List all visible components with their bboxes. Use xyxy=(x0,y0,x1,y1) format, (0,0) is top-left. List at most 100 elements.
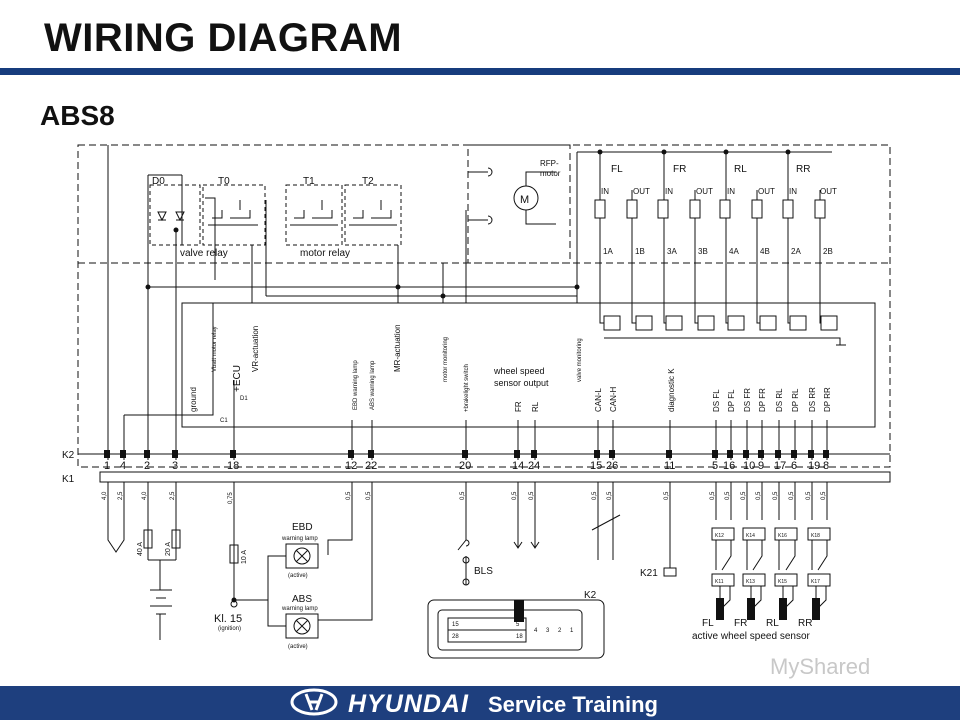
pin: 26 xyxy=(606,460,618,472)
wire-size: 0,5 xyxy=(664,491,670,500)
label-t2: T2 xyxy=(362,176,374,187)
sig-ds-rl: DS RL xyxy=(775,388,784,412)
wire-size: 0,5 xyxy=(773,491,779,500)
sensor-fr: FR xyxy=(734,618,747,629)
fuse-40a xyxy=(143,529,153,549)
pin: 3 xyxy=(172,460,178,472)
frame-outer xyxy=(77,144,891,468)
sig-abs: ABS warning lamp xyxy=(370,360,376,410)
pin: 2 xyxy=(144,460,150,472)
wire-size: 0,5 xyxy=(821,491,827,500)
sensor-caption: active wheel speed sensor xyxy=(692,631,811,642)
wheel-fr: FR xyxy=(673,164,686,175)
pin: 19 xyxy=(808,460,820,472)
valve-pin: 4A xyxy=(729,247,739,256)
sig-dp-rr: DP RR xyxy=(823,387,832,412)
sig-dp-fl: DP FL xyxy=(727,389,736,412)
sig-wheel-speed-1: wheel speed xyxy=(493,366,545,376)
k2-connector-label: K2 xyxy=(584,590,597,601)
sig-ebd: EBD warning lamp xyxy=(353,360,359,410)
sig-dp-rl: DP RL xyxy=(791,388,800,412)
bls-label: BLS xyxy=(474,566,493,577)
wire-size: 2,5 xyxy=(118,491,124,500)
out-rl: OUT xyxy=(758,187,775,196)
sig-ecu: +ECU xyxy=(232,365,243,392)
label-k1: K1 xyxy=(62,474,75,485)
sig-diag-k: diagnostic K xyxy=(667,368,676,412)
wire-size: 0,5 xyxy=(607,491,613,500)
in-rl: IN xyxy=(727,187,735,196)
wire-size: 0,5 xyxy=(741,491,747,500)
in-fr: IN xyxy=(665,187,673,196)
lamp-ebd-label: EBD xyxy=(292,522,313,533)
fuse-40a-label: 40 A xyxy=(137,542,144,556)
fuse-10a xyxy=(229,544,239,564)
wire-size: 2,5 xyxy=(170,491,176,500)
footer-band xyxy=(0,686,960,720)
wheel-fl: FL xyxy=(611,164,623,175)
pin: 6 xyxy=(791,460,797,472)
relay-d0-box xyxy=(149,184,201,246)
relay-t1-box xyxy=(285,184,343,246)
label-t1: T1 xyxy=(303,176,315,187)
relay-t0-box xyxy=(202,184,266,246)
valve-pin: 1A xyxy=(603,247,613,256)
k21-label: K21 xyxy=(640,568,658,579)
valve-pin: 2B xyxy=(823,247,833,256)
pin: 11 xyxy=(664,460,675,472)
pin: 15 xyxy=(590,460,602,472)
label-k2: K2 xyxy=(62,450,75,461)
out-fr: OUT xyxy=(696,187,713,196)
sig-ds-fl: DS FL xyxy=(712,389,721,412)
motor-box xyxy=(467,144,571,264)
fuse-10a-label: 10 A xyxy=(241,550,248,564)
out-rr: OUT xyxy=(820,187,837,196)
label-valve-relay: valve relay xyxy=(180,248,228,259)
valve-pin: 1B xyxy=(635,247,645,256)
sig-bls: +brakelight switch xyxy=(464,364,470,412)
label-motor: motor xyxy=(540,169,561,178)
wiring-diagram: D0 T0 T1 T2 valve relay motor relay RFP-… xyxy=(62,144,891,659)
motor-symbol: M xyxy=(520,194,529,206)
page-title: WIRING DIAGRAM xyxy=(44,16,403,60)
k2-pin: 2 xyxy=(558,628,562,634)
wire-size: 0,5 xyxy=(592,491,598,500)
sensor-fl: FL xyxy=(702,618,714,629)
pin: 22 xyxy=(365,460,377,472)
wire-size: 0,75 xyxy=(228,492,234,504)
sig-ds-rr: DS RR xyxy=(808,387,817,412)
fuse-20a xyxy=(171,529,181,549)
lamp-ebd-sub: warning lamp xyxy=(281,536,318,542)
sig-c1: C1 xyxy=(220,418,228,424)
wire-size: 0,5 xyxy=(460,491,466,500)
pin: 9 xyxy=(758,460,764,472)
sensor-block: K17 xyxy=(811,579,820,585)
valve-pin: 4B xyxy=(760,247,770,256)
sensor-block: K18 xyxy=(811,533,820,539)
k2-pin: 18 xyxy=(516,634,523,640)
pin: 5 xyxy=(712,460,718,472)
ignition-label: (ignition) xyxy=(218,626,241,632)
sig-rl: RL xyxy=(531,401,540,412)
wheel-rl: RL xyxy=(734,164,747,175)
k2-pin: 4 xyxy=(534,628,538,634)
wire-size: 0,5 xyxy=(710,491,716,500)
sensor-blocks xyxy=(711,527,831,587)
footer-service-training: Service Training xyxy=(488,692,658,717)
pin: 20 xyxy=(459,460,471,472)
pin: 1 xyxy=(104,460,110,472)
valve-pin: 3A xyxy=(667,247,677,256)
k2-pin: 3 xyxy=(546,628,550,634)
sig-mr: MR-actuation xyxy=(393,324,402,372)
lamp-abs-label: ABS xyxy=(292,594,312,605)
pin: 18 xyxy=(227,460,239,472)
valve-coils xyxy=(594,199,826,219)
valve-drivers xyxy=(603,315,838,331)
page-subtitle: ABS8 xyxy=(40,100,115,131)
out-fl: OUT xyxy=(633,187,650,196)
wire-size: 0,5 xyxy=(529,491,535,500)
k2-pin: 1 xyxy=(570,628,574,634)
k2-pin: 28 xyxy=(452,634,459,640)
lamp-abs-active: (active) xyxy=(288,644,308,650)
label-d0: D0 xyxy=(152,176,165,187)
